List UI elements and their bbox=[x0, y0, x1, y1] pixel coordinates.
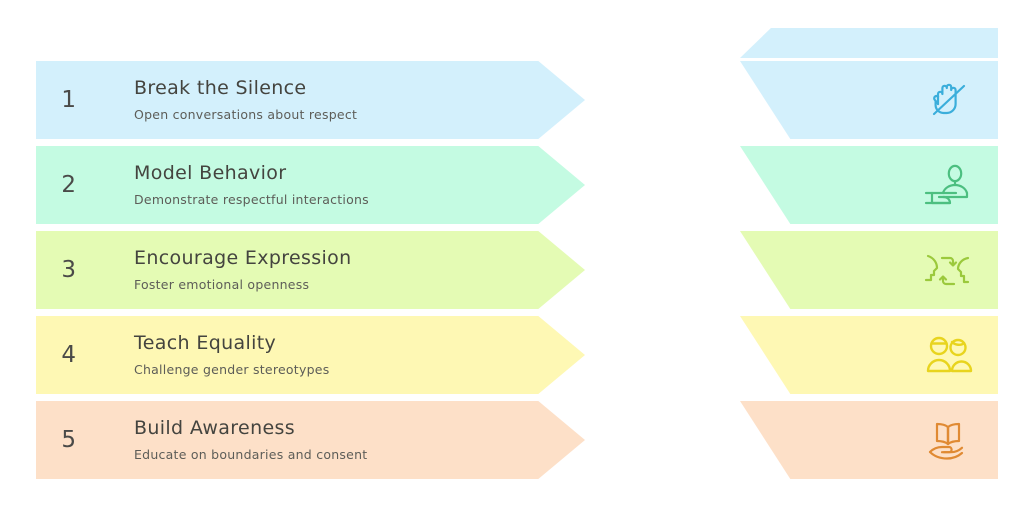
person-at-podium-icon bbox=[922, 159, 974, 211]
step-icon-panel-2[interactable] bbox=[740, 146, 998, 224]
step-row-2[interactable]: 2 Model Behavior Demonstrate respectful … bbox=[36, 146, 585, 224]
step-number-3: 3 bbox=[61, 257, 77, 283]
open-book-on-hand-icon bbox=[922, 414, 974, 466]
step-subtitle-5: Educate on boundaries and consent bbox=[134, 446, 368, 462]
step-number-2: 2 bbox=[61, 172, 77, 198]
step-subtitle-2: Demonstrate respectful interactions bbox=[134, 191, 369, 207]
step-subtitle-1: Open conversations about respect bbox=[134, 106, 358, 122]
step-text-5: Build Awareness Educate on boundaries an… bbox=[102, 416, 585, 462]
step-text-2: Model Behavior Demonstrate respectful in… bbox=[102, 161, 585, 207]
step-title-2: Model Behavior bbox=[134, 161, 287, 184]
step-row-5[interactable]: 5 Build Awareness Educate on boundaries … bbox=[36, 401, 585, 479]
step-title-1: Break the Silence bbox=[134, 76, 307, 99]
step-row-3[interactable]: 3 Encourage Expression Foster emotional … bbox=[36, 231, 585, 309]
step-text-1: Break the Silence Open conversations abo… bbox=[102, 76, 585, 122]
step-subtitle-3: Foster emotional openness bbox=[134, 276, 310, 292]
two-people-pair-icon bbox=[922, 329, 974, 381]
two-profiles-exchange-arrows-icon bbox=[922, 244, 974, 296]
step-title-3: Encourage Expression bbox=[134, 246, 352, 269]
step-icon-panel-1[interactable] bbox=[740, 61, 998, 139]
step-title-5: Build Awareness bbox=[134, 416, 296, 439]
step-icon-panel-3[interactable] bbox=[740, 231, 998, 309]
step-subtitle-4: Challenge gender stereotypes bbox=[134, 361, 330, 377]
step-number-4: 4 bbox=[61, 342, 77, 368]
step-title-4: Teach Equality bbox=[134, 331, 277, 354]
top-decorative-trapezoid bbox=[740, 28, 998, 58]
step-text-3: Encourage Expression Foster emotional op… bbox=[102, 246, 585, 292]
step-text-4: Teach Equality Challenge gender stereoty… bbox=[102, 331, 585, 377]
step-icon-panel-5[interactable] bbox=[740, 401, 998, 479]
step-number-5: 5 bbox=[61, 427, 77, 453]
raised-hand-slashed-icon bbox=[922, 74, 974, 126]
step-number-1: 1 bbox=[61, 87, 77, 113]
step-row-4[interactable]: 4 Teach Equality Challenge gender stereo… bbox=[36, 316, 585, 394]
step-row-1[interactable]: 1 Break the Silence Open conversations a… bbox=[36, 61, 585, 139]
step-icon-panel-4[interactable] bbox=[740, 316, 998, 394]
